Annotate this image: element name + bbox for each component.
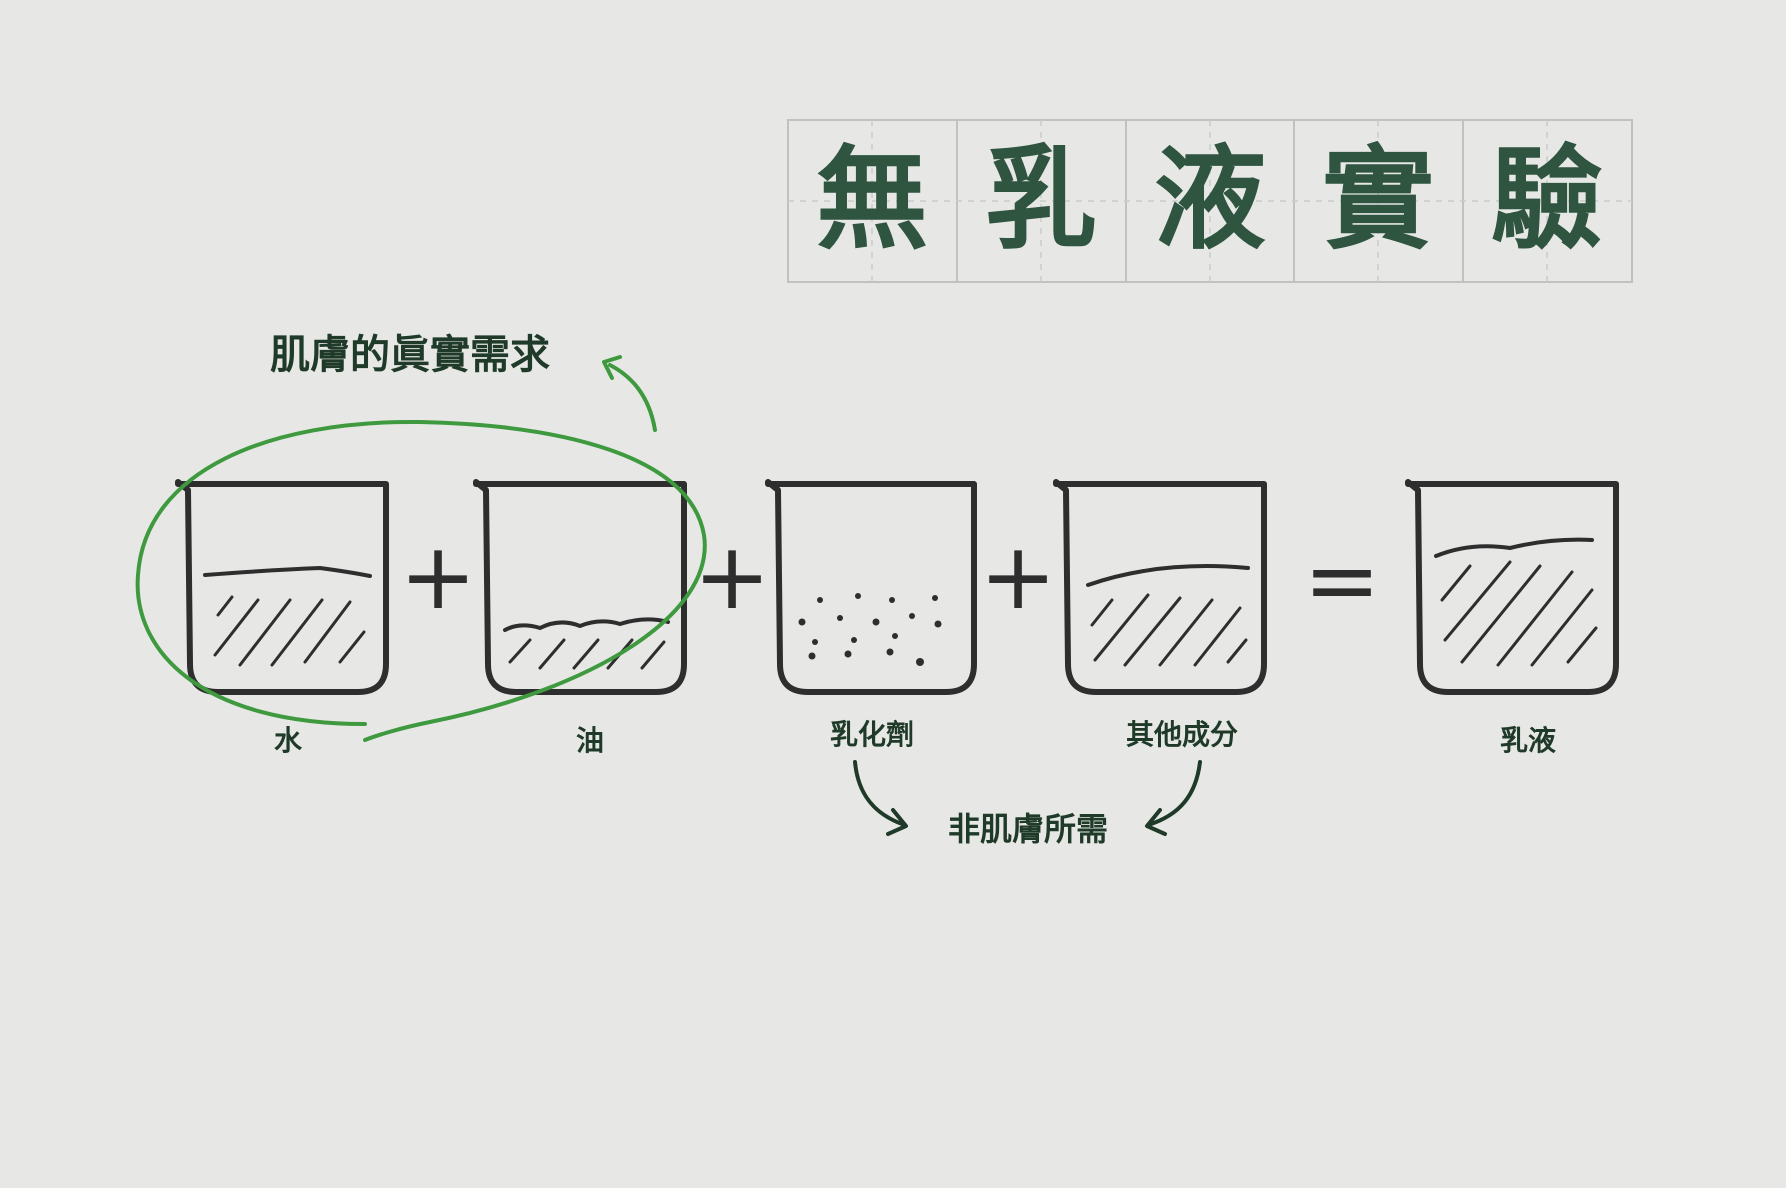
beaker-lotion-label: 乳液 [1500, 724, 1556, 757]
plus-operator-3: + [979, 523, 1056, 630]
beaker-emulsifier-label: 乳化劑 [830, 718, 914, 751]
title-char-4: 實 [1322, 135, 1434, 265]
beaker-water-label: 水 [274, 724, 303, 757]
curved-arrow-left-icon [853, 760, 907, 827]
beaker-other-ingredients-label: 其他成分 [1126, 718, 1238, 751]
curved-arrow-up-icon [608, 363, 657, 432]
title-char-5: 驗 [1491, 135, 1603, 265]
skin-needs-annotation: 肌膚的眞實需求 [270, 332, 550, 378]
not-needed-note: 非肌膚所需 [948, 810, 1108, 848]
curved-arrow-up-head [602, 355, 622, 380]
title: 無 乳 液 實 驗 [816, 135, 1603, 265]
highlight-circle [135, 419, 707, 742]
beaker-oil-label: 油 [576, 724, 604, 757]
curved-arrow-right-icon [1146, 760, 1202, 827]
curved-arrow-right-head [1145, 808, 1167, 836]
beaker-other-ingredients [1053, 479, 1267, 695]
beaker-oil [473, 479, 687, 695]
beaker-water [175, 479, 389, 695]
equals-operator: = [1303, 527, 1380, 634]
title-char-2: 乳 [985, 135, 1097, 265]
title-char-1: 無 [816, 135, 928, 265]
beaker-emulsifier [765, 479, 977, 695]
plus-operator-1: + [399, 523, 476, 630]
curved-arrow-left-head [886, 808, 908, 836]
beaker-lotion [1405, 479, 1619, 695]
title-grid [787, 119, 1633, 283]
title-char-3: 液 [1154, 135, 1266, 265]
